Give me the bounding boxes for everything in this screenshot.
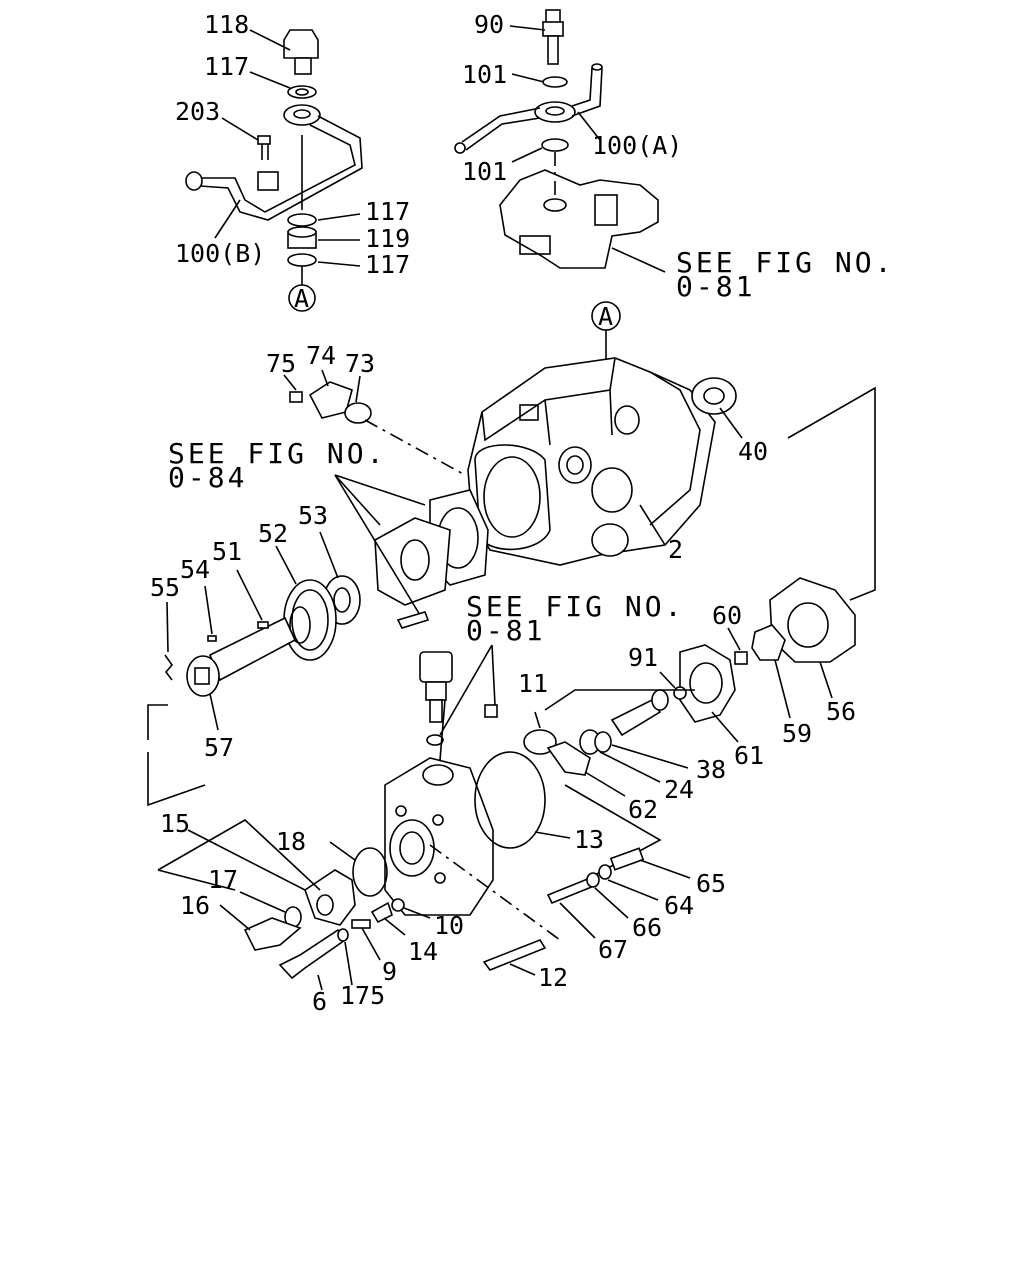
reference-note-line1: SEE FIG NO.: [168, 437, 386, 470]
callout-91: 91: [628, 643, 658, 672]
callout-175: 175: [340, 981, 385, 1010]
callout-62: 62: [628, 795, 658, 824]
part-group-100a: [454, 9, 666, 273]
washer-66: [586, 872, 600, 888]
callout-24: 24: [664, 775, 694, 804]
callout-60: 60: [712, 601, 742, 630]
callout-10: 10: [434, 911, 464, 940]
oil-seal-40: [691, 377, 737, 415]
callout-101: 101: [462, 60, 507, 89]
callout-14: 14: [408, 937, 438, 966]
callout-54: 54: [180, 555, 210, 584]
shaft-part: [610, 698, 662, 737]
part-14: [370, 901, 393, 924]
part-91: [673, 686, 687, 700]
cam-group: [544, 386, 876, 743]
callout-51: 51: [212, 537, 242, 566]
washer-175: [337, 928, 349, 942]
o-ring-73: [344, 402, 372, 424]
bolt-16: [243, 917, 302, 951]
callout-12: 12: [538, 963, 568, 992]
gasket-62: [546, 741, 591, 776]
callout-6: 6: [312, 987, 327, 1016]
coupling-57: [186, 655, 220, 697]
stud-65: [609, 847, 645, 871]
callout-65: 65: [696, 869, 726, 898]
reference-note-line1: SEE FIG NO.: [466, 590, 684, 623]
bolt-118: [283, 29, 319, 59]
ring-56: [769, 577, 856, 663]
callout-a: A: [294, 284, 309, 313]
callout-90: 90: [474, 10, 504, 39]
bolt-12: [482, 939, 547, 971]
callout-15: 15: [160, 809, 190, 838]
callout-100a: 100(A): [592, 131, 682, 160]
reference-note-line2: 0-84: [168, 461, 247, 494]
valve-part: [419, 651, 453, 683]
callout-117: 117: [365, 250, 410, 279]
callout-labels: 118 117 203 100(B) 117 119 117 A 90 101 …: [150, 10, 894, 1016]
callout-59: 59: [782, 719, 812, 748]
spring-9: [351, 919, 371, 929]
callout-17: 17: [208, 865, 238, 894]
callout-117: 117: [204, 52, 249, 81]
callout-57: 57: [204, 733, 234, 762]
part-59: [751, 624, 786, 661]
callout-38: 38: [696, 755, 726, 784]
callout-18: 18: [276, 827, 306, 856]
callout-56: 56: [826, 697, 856, 726]
callout-2: 2: [668, 535, 683, 564]
nut-64: [598, 864, 612, 880]
callout-100b: 100(B): [175, 239, 265, 268]
callout-74: 74: [306, 341, 336, 370]
callout-64: 64: [664, 891, 694, 920]
callout-11: 11: [518, 669, 548, 698]
callout-13: 13: [574, 825, 604, 854]
reference-note-line2: 0-81: [676, 270, 755, 303]
lower-left-group: [157, 819, 547, 991]
circle-callout-a: [288, 284, 316, 312]
circle-callout-a: [591, 301, 621, 331]
drive-shaft-group: [147, 531, 361, 807]
washer-38: [594, 731, 612, 753]
o-ring-13: [474, 751, 546, 849]
callout-53: 53: [298, 501, 328, 530]
reference-note-line2: 0-81: [466, 614, 545, 647]
callout-118: 118: [204, 10, 249, 39]
callout-73: 73: [345, 349, 375, 378]
part-60: [734, 651, 748, 665]
callout-119: 119: [365, 224, 410, 253]
callout-67: 67: [598, 935, 628, 964]
pump-housing-group: [283, 330, 743, 566]
callout-40: 40: [738, 437, 768, 466]
flange-group: [334, 474, 489, 629]
callout-75: 75: [266, 349, 296, 378]
callout-16: 16: [180, 891, 210, 920]
o-ring-18: [352, 847, 388, 897]
part-10: [391, 898, 405, 912]
callout-55: 55: [150, 573, 180, 602]
callout-a: A: [598, 302, 613, 331]
callout-61: 61: [734, 741, 764, 770]
part-group-100b: [185, 29, 363, 285]
lower-right-group: [546, 847, 691, 939]
callout-52: 52: [258, 519, 288, 548]
plate-61: [679, 644, 736, 723]
callout-9: 9: [382, 957, 397, 986]
hydraulic-head: [499, 169, 659, 269]
callout-66: 66: [632, 913, 662, 942]
callout-101: 101: [462, 157, 507, 186]
callout-117: 117: [365, 197, 410, 226]
valve-housing-group: [384, 644, 689, 941]
reference-note-line1: SEE FIG NO.: [676, 246, 894, 279]
drive-shaft: [208, 616, 297, 682]
callout-203: 203: [175, 97, 220, 126]
